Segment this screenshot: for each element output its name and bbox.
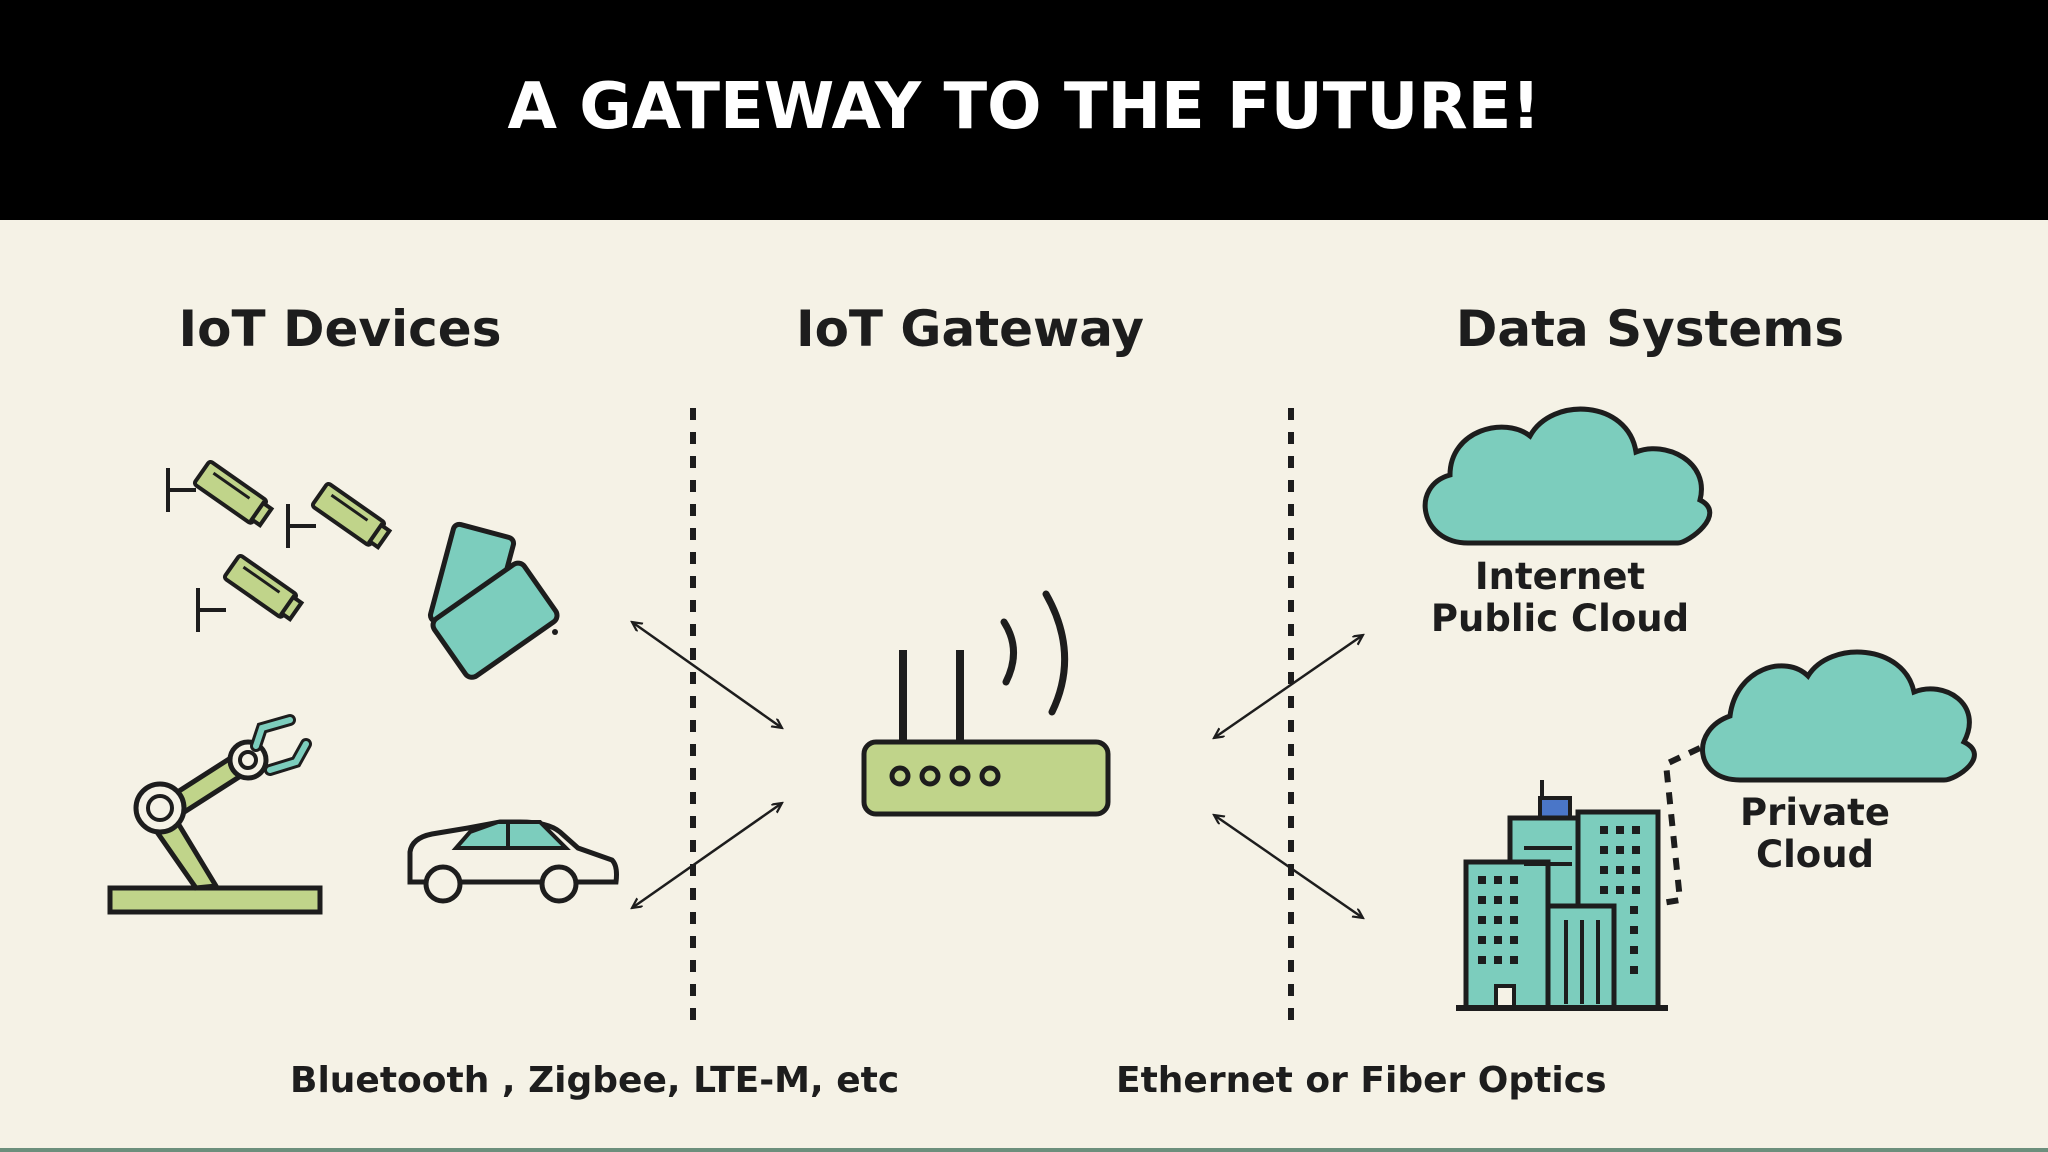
title-bar — [0, 0, 2048, 220]
cctv-camera-icon — [310, 481, 393, 550]
heading-iot-devices: IoT Devices — [178, 300, 502, 358]
heading-iot-gateway: IoT Gateway — [795, 300, 1145, 358]
arrow-devices-gateway-lower — [632, 803, 782, 908]
router-icon — [861, 590, 1111, 817]
public-cloud-label: Internet Public Cloud — [1380, 556, 1740, 640]
diagram-panel — [0, 220, 2048, 1152]
cloud-icon — [1700, 649, 1977, 783]
office-buildings-icon — [1456, 780, 1668, 1011]
private-cloud-link — [1655, 745, 1702, 907]
cctv-camera-icon — [192, 459, 275, 528]
public-cloud-label-line2: Public Cloud — [1430, 597, 1690, 640]
panel-bottom-border — [0, 1148, 2048, 1152]
arrow-gateway-buildings — [1214, 815, 1363, 918]
car-icon — [407, 819, 619, 904]
slide-title: A GATEWAY TO THE FUTURE! — [507, 70, 1541, 144]
cctv-camera-icon — [222, 553, 305, 622]
public-cloud-label-line1: Internet — [1474, 555, 1646, 598]
camera-mount — [286, 504, 316, 548]
tablet-phone-icon — [427, 521, 560, 680]
cloud-icon — [1422, 406, 1712, 546]
arrow-devices-gateway-upper — [632, 622, 782, 728]
robotic-arm-icon — [107, 714, 323, 915]
private-cloud-label-line1: Private — [1740, 791, 1890, 834]
wired-protocols-label: Ethernet or Fiber Optics — [1116, 1060, 1607, 1101]
camera-mount — [166, 468, 196, 512]
wireless-protocols-label: Bluetooth , Zigbee, LTE-M, etc — [290, 1060, 900, 1101]
arrow-gateway-cloud — [1214, 635, 1363, 738]
camera-mount — [196, 588, 226, 632]
heading-data-systems: Data Systems — [1455, 300, 1845, 358]
private-cloud-label-line2: Cloud — [1755, 833, 1875, 876]
private-cloud-label: Private Cloud — [1700, 792, 1930, 876]
